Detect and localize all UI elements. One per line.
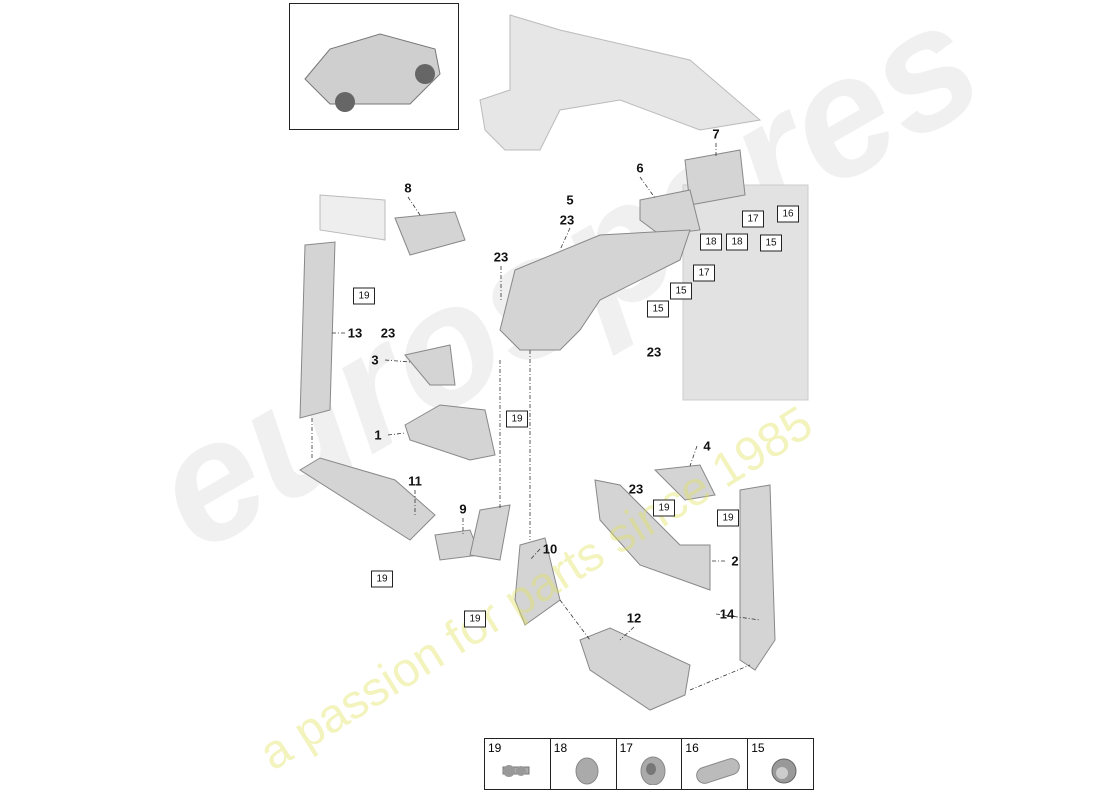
- callout-14: 14: [719, 606, 735, 622]
- part-6-duct: [639, 189, 701, 236]
- boxed-callout-19: 19: [717, 509, 739, 527]
- callout-23: 23: [628, 481, 644, 497]
- oval-plug-icon: [696, 758, 741, 784]
- callout-8: 8: [404, 180, 412, 196]
- part-3-duct: [404, 344, 456, 386]
- boxed-callout-19: 19: [371, 570, 393, 588]
- dashboard-frame: [479, 14, 762, 151]
- legend-cell-19: 19: [485, 739, 551, 789]
- boxed-callout-16: 16: [777, 205, 799, 223]
- part-1-duct: [404, 404, 496, 461]
- boxed-callout-17: 17: [742, 210, 764, 228]
- boxed-callout-19: 19: [653, 499, 675, 517]
- legend-cell-16: 16: [682, 739, 749, 789]
- callout-23: 23: [493, 249, 509, 265]
- clip-icon: [771, 758, 797, 784]
- vehicle-thumbnail: [289, 3, 459, 130]
- part-5-console: [499, 229, 691, 351]
- boxed-callout-15: 15: [647, 300, 669, 318]
- legend-cell-18: 18: [551, 739, 617, 789]
- small-parts-legend: 19 18 17 16 15: [484, 738, 814, 790]
- callout-13: 13: [347, 325, 363, 341]
- part-8-vent: [394, 211, 466, 256]
- boxed-callout-15: 15: [760, 234, 782, 252]
- callout-2: 2: [731, 553, 739, 569]
- callout-23: 23: [559, 212, 575, 228]
- callout-3: 3: [371, 352, 379, 368]
- callout-10: 10: [542, 541, 558, 557]
- boxed-callout-19: 19: [353, 287, 375, 305]
- callout-23: 23: [646, 344, 662, 360]
- boxed-callout-19: 19: [464, 610, 486, 628]
- grommet-icon: [640, 756, 666, 785]
- boxed-callout-15: 15: [670, 282, 692, 300]
- part-2-duct: [594, 479, 711, 591]
- part-7-vent: [684, 149, 746, 206]
- part-11-duct: [299, 457, 436, 541]
- part-4-duct: [653, 464, 716, 501]
- legend-number: 15: [751, 741, 765, 755]
- legend-number: 19: [488, 741, 502, 755]
- part-8-bezel: [319, 194, 386, 241]
- callout-11: 11: [408, 473, 422, 489]
- legend-number: 18: [553, 741, 568, 755]
- callout-5: 5: [566, 192, 574, 208]
- boxed-callout-18: 18: [700, 233, 722, 251]
- part-10-duct: [514, 537, 561, 626]
- callout-12: 12: [626, 610, 642, 626]
- callout-6: 6: [636, 160, 644, 176]
- bolt-icon: [502, 765, 530, 777]
- boxed-callout-17: 17: [693, 264, 715, 282]
- boxed-callout-19: 19: [506, 410, 528, 428]
- boxed-callout-18: 18: [726, 233, 748, 251]
- callout-1: 1: [374, 427, 382, 443]
- part-12-duct: [579, 627, 691, 711]
- car-icon: [304, 33, 441, 112]
- callout-9: 9: [459, 501, 467, 517]
- callout-7: 7: [712, 126, 720, 142]
- legend-number: 17: [619, 741, 633, 755]
- legend-cell-17: 17: [617, 739, 683, 789]
- legend-number: 16: [685, 741, 699, 755]
- part-13-duct: [299, 241, 336, 419]
- plug-icon: [575, 757, 599, 785]
- part-14-duct: [739, 484, 776, 671]
- callout-23: 23: [380, 325, 396, 341]
- legend-cell-15: 15: [748, 739, 813, 789]
- part-19-connector: [469, 504, 511, 561]
- callout-4: 4: [703, 438, 711, 454]
